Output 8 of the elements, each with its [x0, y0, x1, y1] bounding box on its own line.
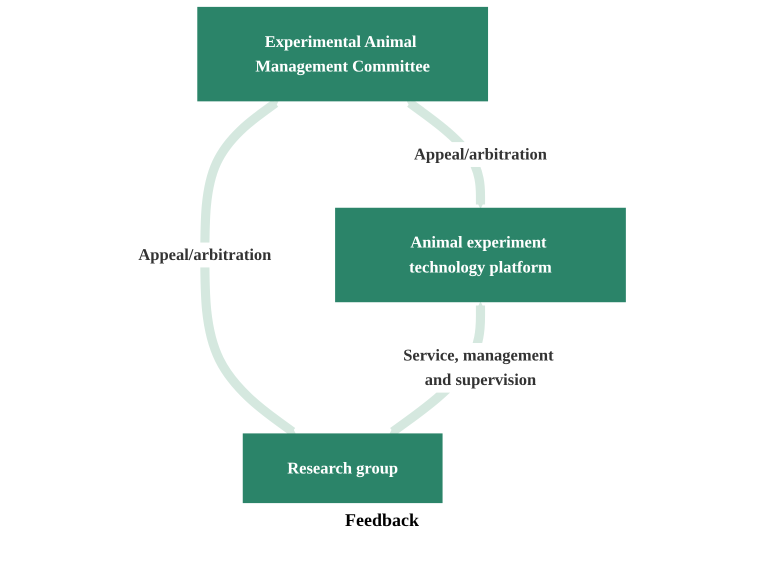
- node-box: Animal experiment technology platform: [335, 208, 626, 302]
- edge-label: Appeal/arbitration: [138, 245, 272, 264]
- arrow: [200, 99, 296, 436]
- note-text: Feedback: [344, 510, 420, 531]
- node-box: Research group: [242, 433, 443, 504]
- node-box: Experimental Animal Management Committee: [197, 6, 488, 102]
- edge-label: Appeal/arbitration: [414, 144, 548, 164]
- edge-label: Service, management and supervision: [403, 346, 554, 389]
